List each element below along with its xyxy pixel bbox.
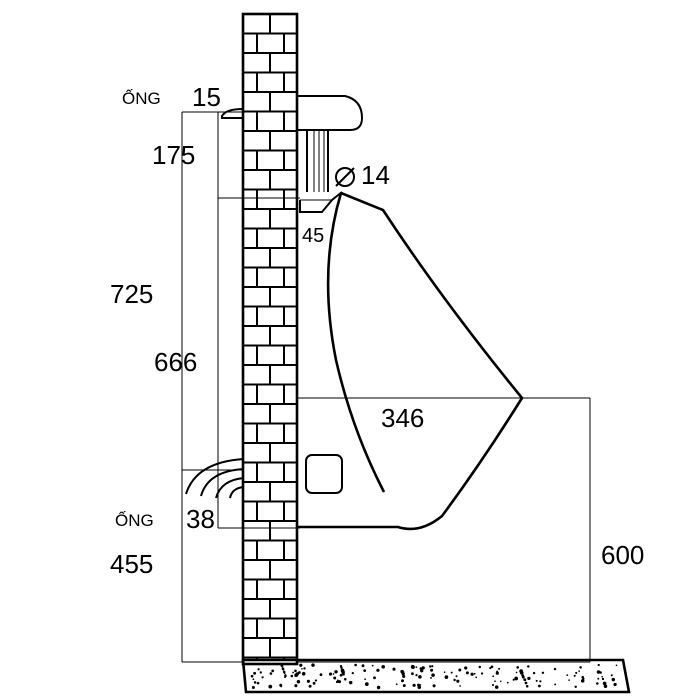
brick-wall <box>241 12 299 666</box>
pipe-top-prefix: ỐNG <box>122 88 161 108</box>
diameter-icon <box>335 167 355 187</box>
drain-pipe <box>185 458 245 499</box>
brick-courses <box>243 14 297 660</box>
pipe-bottom-prefix: ỐNG <box>115 510 154 530</box>
urinal-bowl <box>297 191 524 531</box>
diameter-14: 14 <box>361 160 390 190</box>
floor-slab <box>241 658 631 694</box>
floor-aggregate <box>250 663 618 690</box>
supply-pipe-outlet <box>221 107 244 119</box>
dim-725: 725 <box>110 279 153 309</box>
pipe-bottom-size: 38 <box>186 504 215 534</box>
dim-666: 666 <box>154 347 197 377</box>
dim-175: 175 <box>152 140 195 170</box>
dim-600: 600 <box>601 540 644 570</box>
dim-45: 45 <box>302 225 324 247</box>
dim-346: 346 <box>381 403 424 433</box>
pipe-top-size: 15 <box>192 82 221 112</box>
dim-455: 455 <box>110 549 153 579</box>
flush-valve <box>296 95 364 213</box>
